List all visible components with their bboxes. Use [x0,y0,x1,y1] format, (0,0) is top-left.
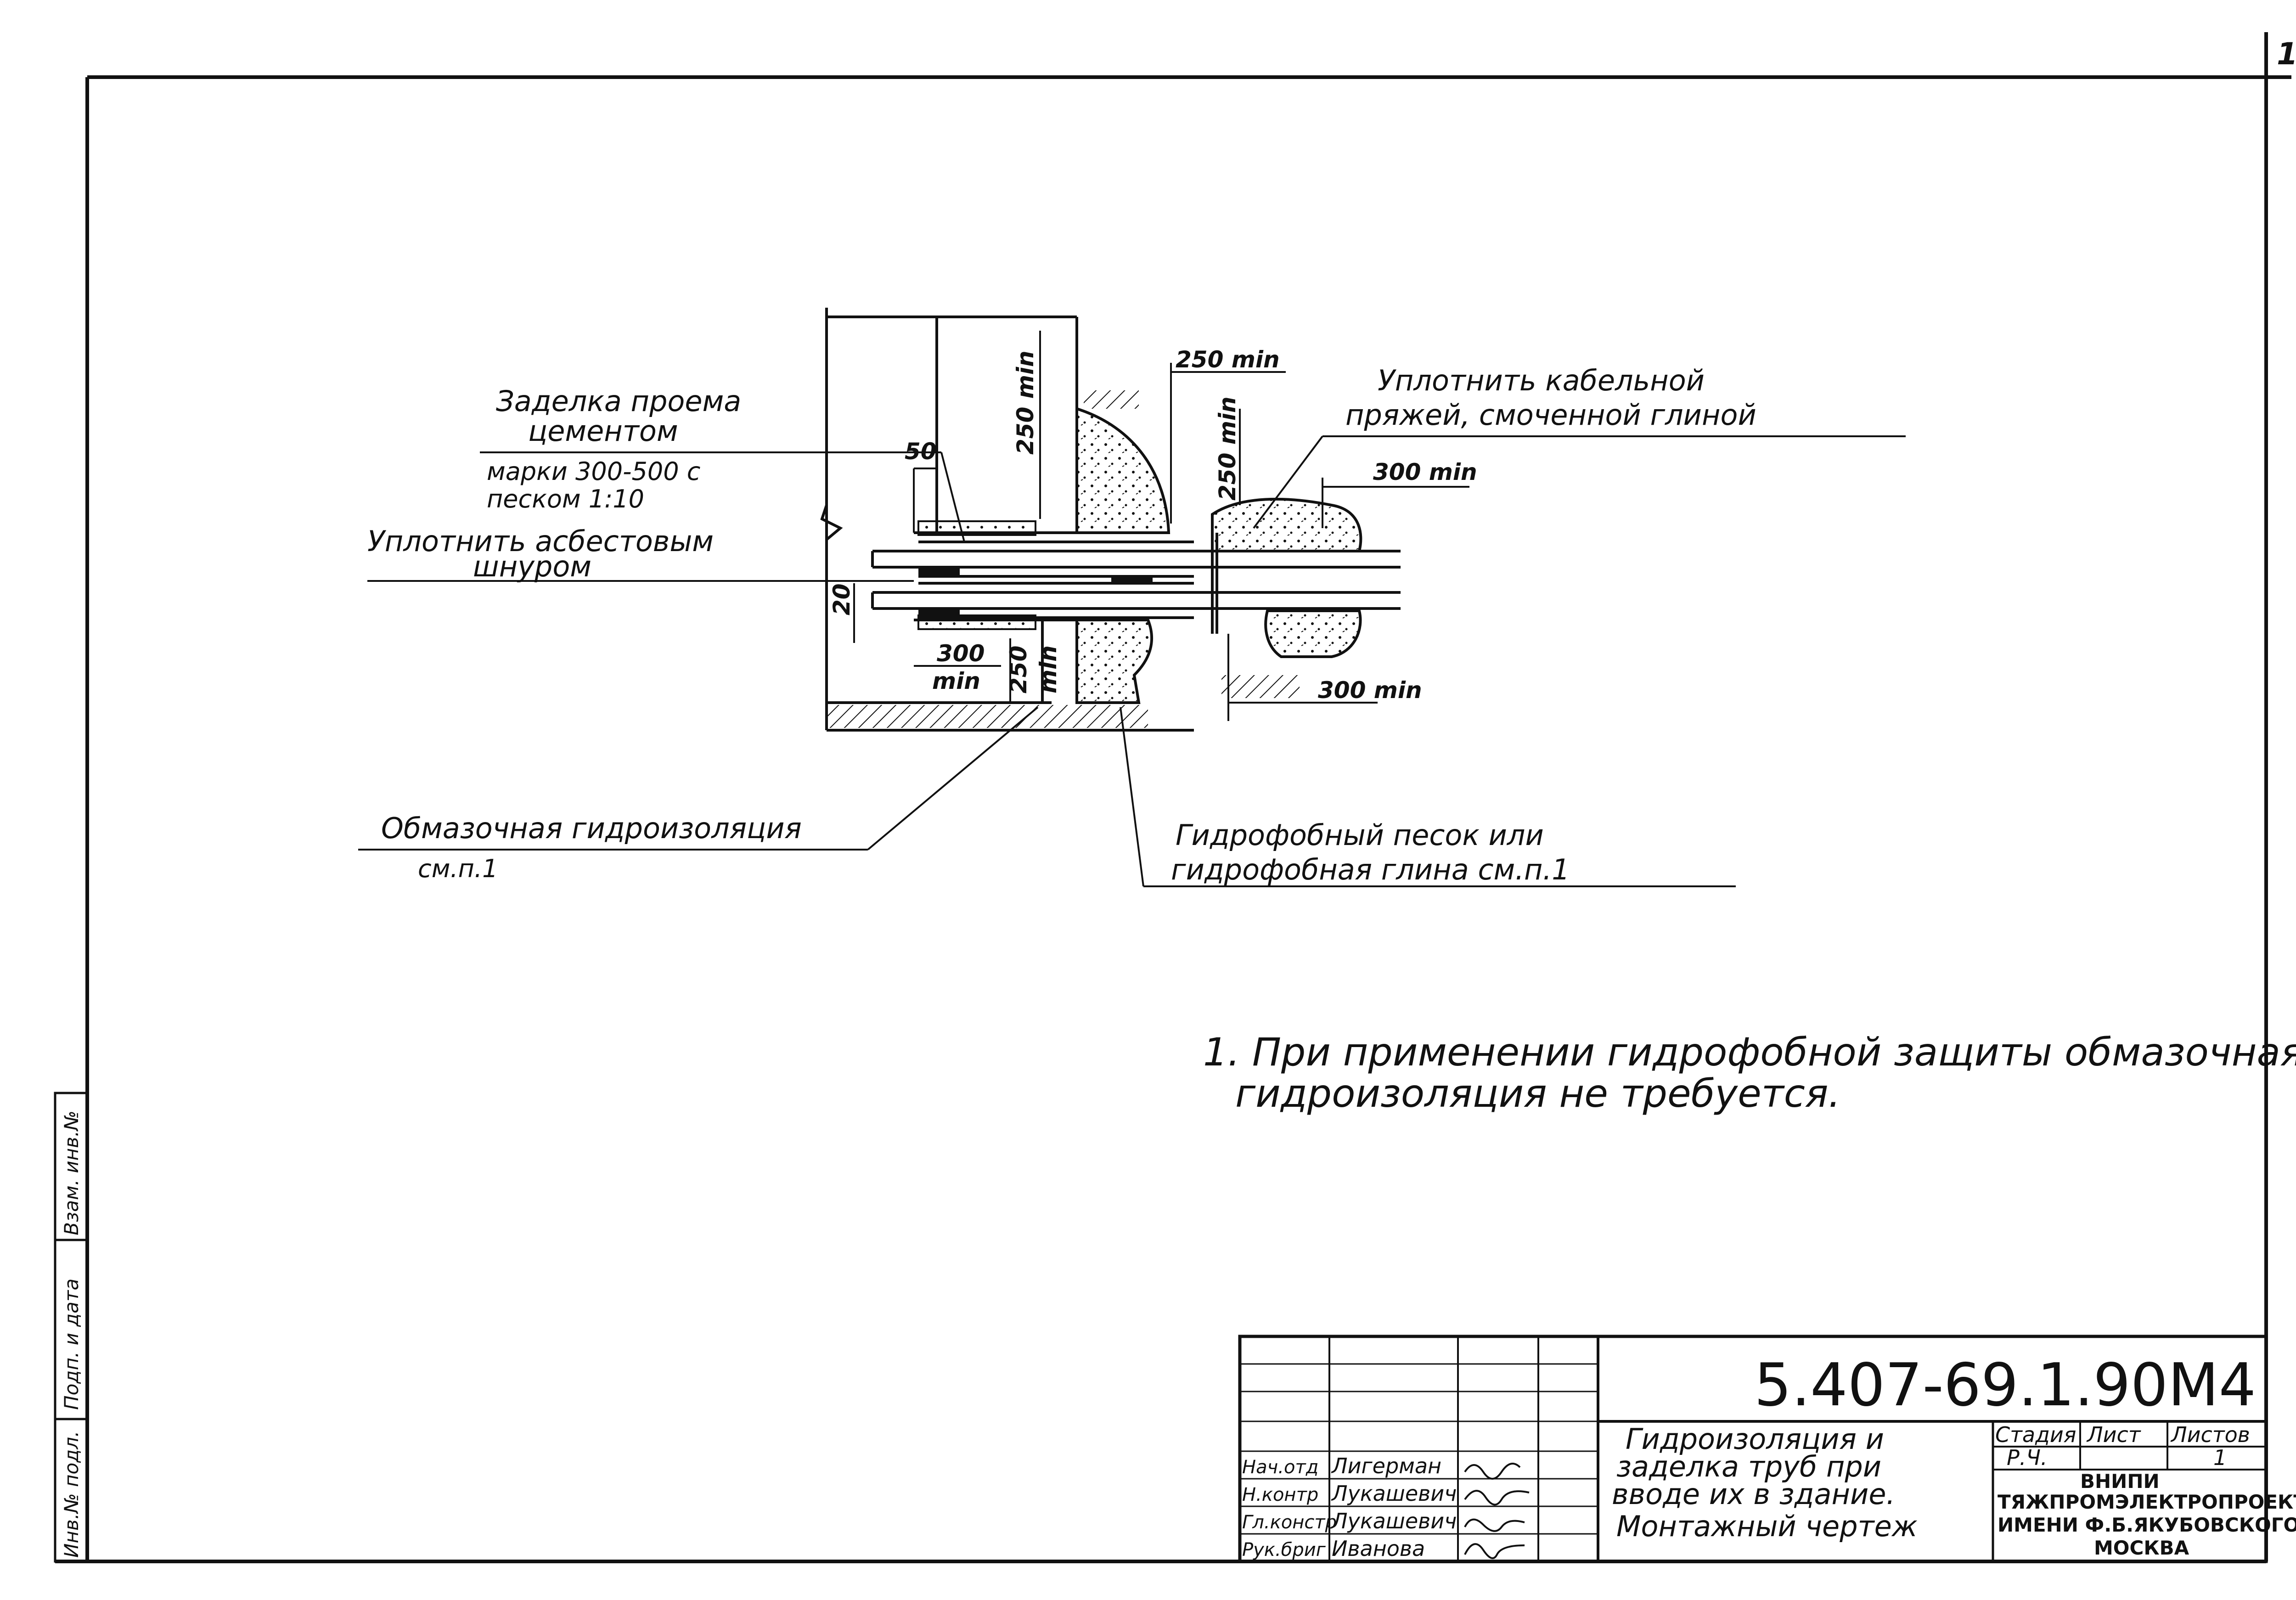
stage-header: Стадия [1995,1422,2076,1447]
side-inv-podl: Инв.№ подл. [60,1431,83,1558]
label-zadelka-2: цементом [528,414,678,448]
label-asbest-1: Уплотнить асбестовым [367,524,714,558]
label-obmaz-2: см.п.1 [418,854,498,883]
note-line-1: 1. При применении гидрофобной защиты обм… [1203,1030,2296,1075]
dim-250-vert-right: 250 min [1214,396,1241,501]
org-line-3: ИМЕНИ Ф.Б.ЯКУБОВСКОГО [1998,1514,2296,1536]
ground-hatch [827,705,1148,728]
label-cable-1: Уплотнить кабельной [1378,364,1705,397]
side-podp-data: Подп. и дата [60,1279,83,1410]
title-line-4: Монтажный чертеж [1616,1510,1918,1543]
clay-seal-upper [1211,497,1362,552]
signer-role-1: Нач.отд [1242,1457,1318,1478]
page-frame [55,32,2291,1563]
label-gidro-1: Гидрофобный песок или [1176,818,1544,852]
sheets-header: Листов [2170,1422,2250,1447]
title-line-2: заделка труб при [1616,1450,1881,1483]
pipes [871,533,1401,634]
note-line-2: гидроизоляция не требуется. [1235,1071,1840,1116]
signer-name-3: Лукашевич [1331,1509,1457,1533]
signer-name-2: Лукашевич [1331,1481,1457,1506]
dim-300-bottom-unit: min [932,668,980,694]
label-obmaz-1: Обмазочная гидроизоляция [381,811,802,845]
drawing-code: 5.407-69.1.90М4 [1754,1351,2256,1420]
ground-hatch-top [1084,390,1139,409]
label-zadelka-1: Заделка проема [496,384,741,418]
dim-250-top: 250 min [1176,346,1280,373]
asbestos-packing-lower [918,609,960,617]
title-line-3: вводе их в здание. [1612,1477,1895,1511]
title-block-grid [1238,1335,2268,1563]
dim-250-vert-left: 250 min [1012,350,1039,455]
cement-fill-upper [917,520,1036,536]
side-stamp [54,1092,89,1563]
dimension-lines [853,331,1469,721]
asbestos-packing-upper [918,569,960,577]
signer-role-4: Рук.бриг [1242,1539,1326,1561]
page-number: 11 [2277,36,2296,72]
label-zadelka-4: песком 1:10 [487,485,644,513]
label-zadelka-3: марки 300-500 с [487,457,700,486]
dim-250-bottom-unit: min [1035,645,1062,693]
cable-packing [1111,576,1153,584]
ground-hatch-right [1221,675,1300,698]
dim-300-lower-right: 300 min [1318,677,1422,704]
title-line-1: Гидроизоляция и [1626,1422,1884,1456]
label-asbest-2: шнуром [473,550,591,583]
org-line-2: ТЯЖПРОМЭЛЕКТРОПРОЕКТ [1998,1491,2296,1513]
org-line-1: ВНИПИ [2080,1470,2160,1493]
signer-name-4: Иванова [1332,1536,1425,1561]
clay-seal-lower [1264,609,1362,658]
signer-name-1: Лигерман [1331,1454,1441,1478]
dim-300-bottom: 300 [937,640,985,667]
dim-50: 50 [905,438,937,465]
signer-role-3: Гл.констр [1242,1512,1337,1533]
leader-lines [358,435,1906,887]
dim-300-right: 300 min [1373,459,1477,485]
signatures [1464,1463,1530,1559]
dim-250-bottom: 250 [1005,646,1032,693]
sand-mound-lower [1075,619,1153,704]
sand-mound-upper [1075,406,1171,534]
org-line-4: МОСКВА [2094,1537,2189,1559]
side-vzam-inv: Взам. инв.№ [60,1110,83,1235]
signer-role-2: Н.контр [1242,1484,1318,1505]
label-cable-2: пряжей, смоченной глиной [1345,398,1756,432]
dim-20: 20 [828,583,855,615]
sheets-value: 1 [2213,1445,2227,1470]
label-gidro-2: гидрофобная глина см.п.1 [1171,853,1570,886]
stage-value: Р.Ч. [2007,1445,2048,1470]
sheet-header: Лист [2086,1422,2141,1447]
